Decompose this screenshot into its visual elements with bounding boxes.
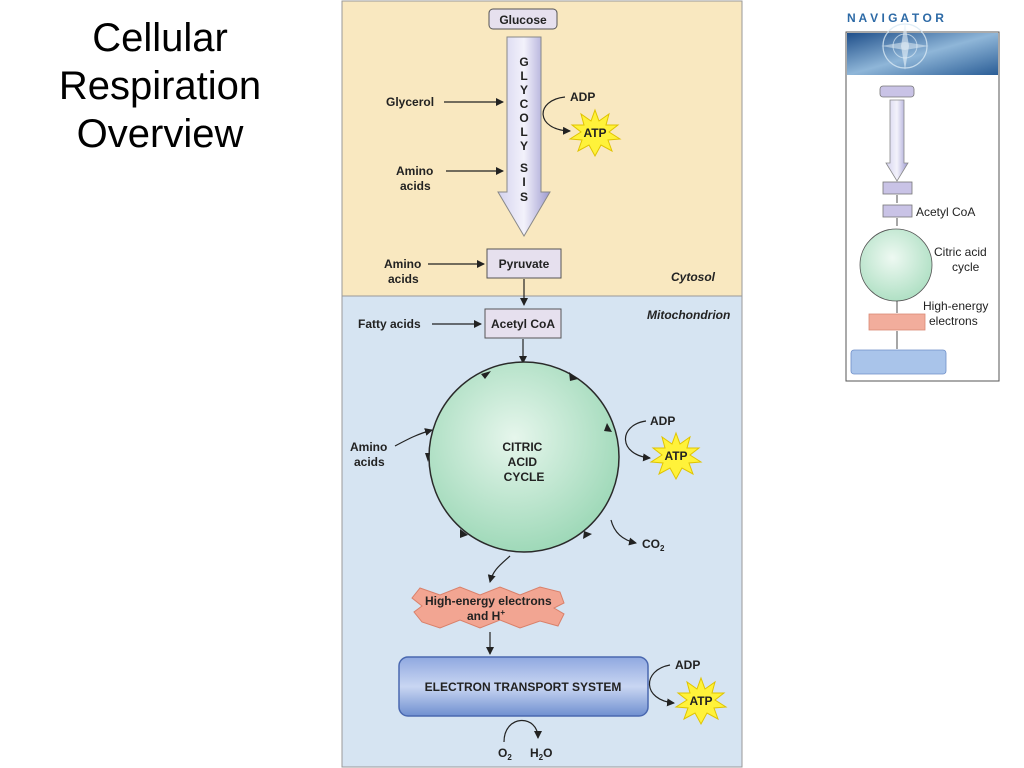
nav-pyruvate-box	[882, 181, 913, 195]
o2-subscript: 2	[507, 753, 512, 762]
nav-citric-line2: cycle	[952, 260, 980, 274]
fatty-acids-label: Fatty acids	[358, 317, 421, 331]
cycle-arrowhead	[481, 371, 491, 379]
cycle-arrowhead	[583, 531, 592, 539]
he-line1: High-energy electrons	[425, 594, 552, 608]
slide-title: Cellular Respiration Overview	[20, 14, 300, 158]
nav-ets-box	[850, 349, 947, 375]
glycolysis-letter: L	[520, 125, 527, 139]
h2o-subscript: 2	[539, 753, 544, 762]
glycolysis-letter: S	[520, 190, 528, 204]
nav-glucose-box	[879, 85, 915, 98]
glycolysis-letter: O	[519, 111, 528, 125]
amino-acids-label-1: Amino acids	[396, 164, 437, 193]
title-line-2: Respiration	[58, 64, 262, 108]
pyruvate-box	[486, 248, 562, 279]
glycolysis-letter: C	[520, 97, 529, 111]
h2o-label: H2O	[530, 746, 552, 762]
nav-he-line2: electrons	[929, 314, 978, 328]
high-energy-electrons-label: High-energy electrons and H+	[425, 594, 555, 623]
adp-label-cycle: ADP	[650, 414, 675, 428]
cycle-arrowhead	[604, 423, 612, 432]
he-line2: and H	[467, 609, 500, 623]
mitochondrion-label: Mitochondrion	[647, 308, 730, 322]
adp-label-top: ADP	[570, 90, 595, 104]
nav-electrons-label: High-energy electrons	[923, 299, 992, 328]
nav-he-line1: High-energy	[923, 299, 988, 313]
cycle-arrowhead	[460, 529, 468, 538]
acetyl-coa-box	[484, 308, 562, 339]
h2o-h: H	[530, 746, 539, 760]
cycle-arrowhead	[425, 453, 430, 462]
adp-atp-arrow-ets	[648, 664, 675, 707]
co2-text: CO	[642, 537, 660, 551]
glycolysis-arrow	[497, 36, 551, 237]
adp-atp-arrow-cycle	[624, 420, 651, 462]
nav-citric-line1: Citric acid	[934, 245, 987, 259]
cycle-electrons-arrow	[487, 555, 511, 583]
glycolysis-letter: G	[519, 55, 528, 69]
cytosol-label: Cytosol	[671, 270, 716, 284]
amino-line2: acids	[388, 272, 419, 286]
glycolysis-letter: L	[520, 69, 527, 83]
o2-text: O	[498, 746, 507, 760]
citric-line3: CYCLE	[504, 470, 545, 484]
h2o-o: O	[543, 746, 552, 760]
nav-citric-circle	[859, 228, 933, 302]
navigator-header: N A V I G A T O R	[847, 11, 944, 25]
co2-subscript: 2	[660, 544, 665, 553]
nav-acetyl-coa-label: Acetyl CoA	[916, 205, 975, 219]
amino-acids-label-2: Amino acids	[384, 257, 425, 286]
title-line-3: Overview	[76, 112, 244, 156]
atp-label-ets: ATP	[689, 694, 712, 708]
co2-label: CO2	[642, 537, 665, 553]
cytosol-region	[341, 0, 743, 297]
glycolysis-letter: I	[522, 175, 525, 189]
o2-h2o-arrow	[503, 719, 542, 743]
atp-label-top: ATP	[583, 126, 606, 140]
amino-arrow-3	[394, 428, 433, 447]
amino-line1: Amino	[350, 440, 387, 454]
glycolysis-letter: Y	[520, 139, 528, 153]
nav-glycolysis-arrow	[885, 99, 909, 182]
amino-acids-label-3: Amino acids	[350, 440, 391, 469]
atp-star-ets	[674, 676, 728, 726]
citric-acid-cycle-label: CITRIC ACID CYCLE	[502, 440, 545, 484]
amino-line1: Amino	[384, 257, 421, 271]
citric-line1: CITRIC	[502, 440, 542, 454]
acetyl-coa-label: Acetyl CoA	[491, 317, 555, 331]
ets-label: ELECTRON TRANSPORT SYSTEM	[425, 680, 622, 694]
adp-label-ets: ADP	[675, 658, 700, 672]
nav-acetyl-coa-box	[882, 204, 913, 218]
nav-citric-label: Citric acid cycle	[934, 245, 990, 274]
amino-line2: acids	[354, 455, 385, 469]
glycolysis-label: G L Y C O L Y S I S	[519, 55, 528, 204]
glycolysis-letter: S	[520, 161, 528, 175]
navigator-compass-image	[847, 22, 998, 75]
cycle-arrowhead	[569, 372, 578, 381]
he-superscript: +	[500, 608, 505, 617]
glucose-label: Glucose	[499, 13, 547, 27]
o2-label: O2	[498, 746, 512, 762]
amino-line1: Amino	[396, 164, 433, 178]
adp-atp-arrow-top	[542, 96, 571, 135]
glucose-box	[488, 8, 558, 30]
cycle-arrowheads	[425, 371, 612, 539]
ets-box	[398, 656, 649, 717]
glycolysis-letter: Y	[520, 83, 528, 97]
atp-star-cycle	[649, 431, 703, 481]
amino-line2: acids	[400, 179, 431, 193]
atp-star-top	[568, 108, 622, 158]
glycerol-label: Glycerol	[386, 95, 434, 109]
pyruvate-label: Pyruvate	[499, 257, 550, 271]
high-energy-electrons-shape	[411, 586, 565, 629]
co2-arrow	[610, 519, 637, 546]
nav-electrons-box	[868, 313, 926, 331]
title-line-1: Cellular	[92, 16, 228, 60]
citric-line2: ACID	[508, 455, 538, 469]
atp-label-cycle: ATP	[664, 449, 687, 463]
